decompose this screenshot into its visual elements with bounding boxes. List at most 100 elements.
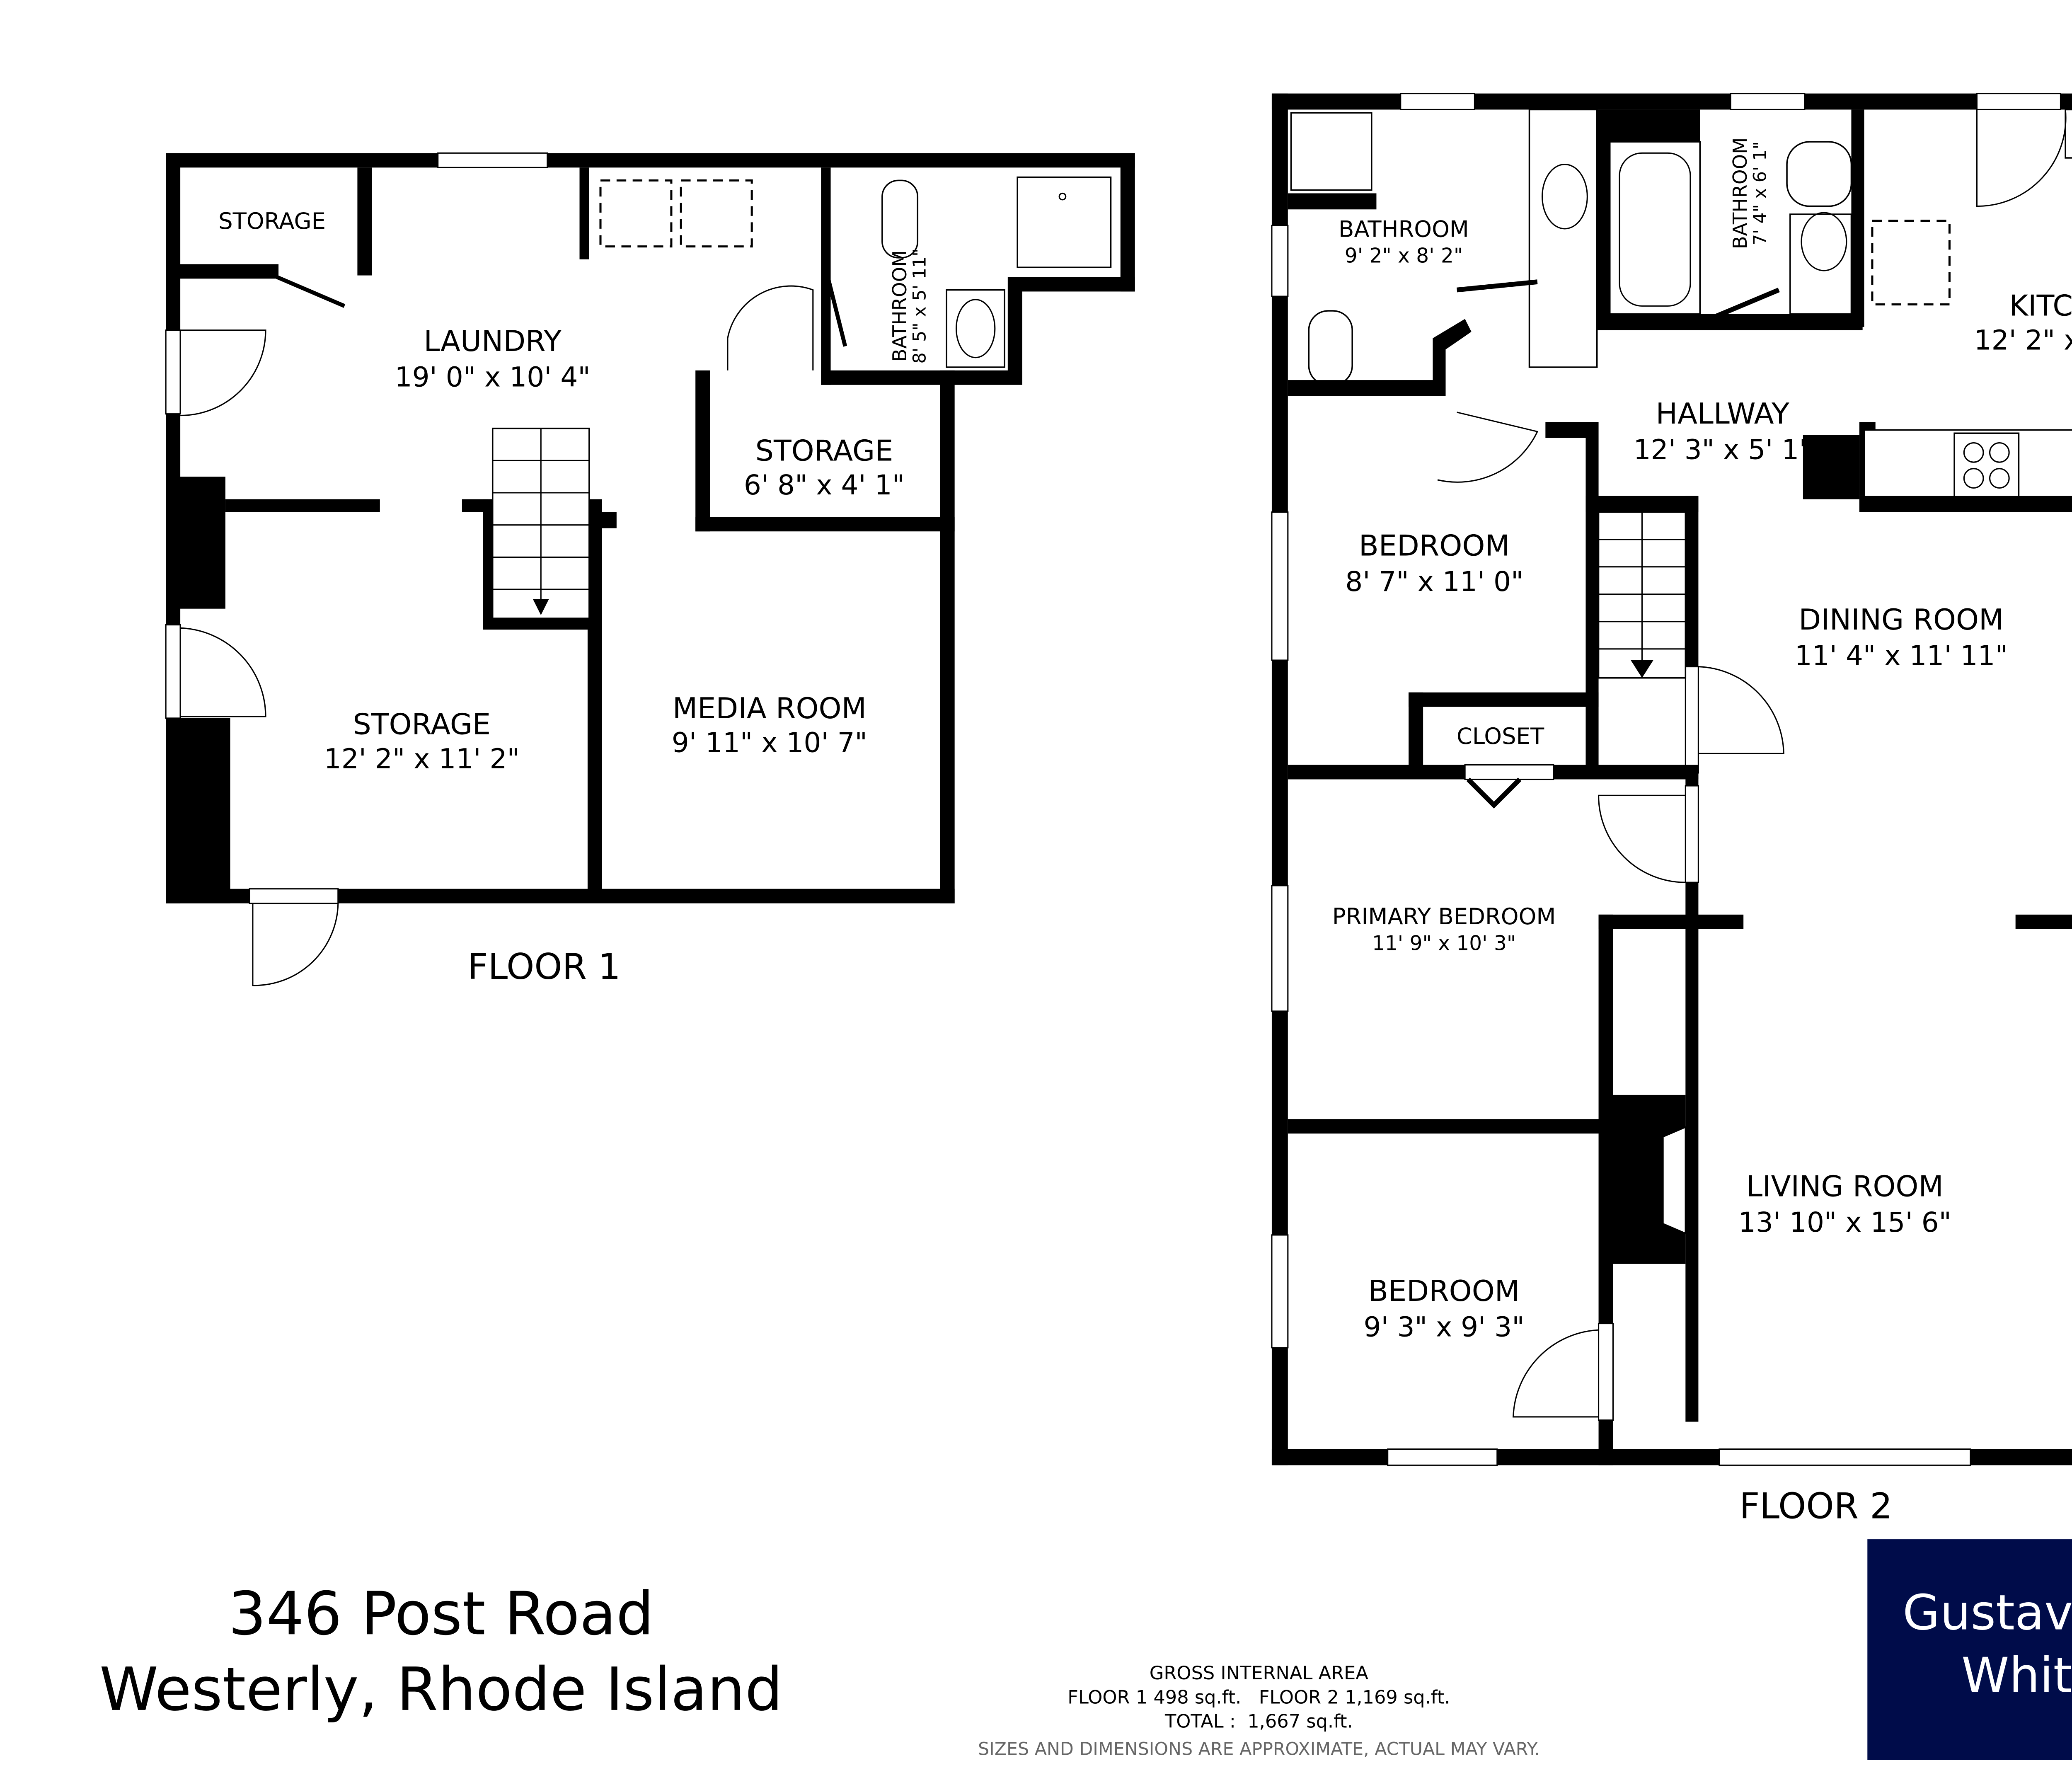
wall xyxy=(166,718,230,903)
wall xyxy=(587,499,602,894)
area-floors: FLOOR 1 498 sq.ft. FLOOR 2 1,169 sq.ft. xyxy=(1067,1686,1450,1708)
door-swing xyxy=(180,627,266,717)
wall xyxy=(602,512,617,528)
svg-text:8' 5" x 5' 11": 8' 5" x 5' 11" xyxy=(910,248,930,363)
brokerage-logo: Gustave White Sotheby's INTERNATIONAL RE… xyxy=(1867,1539,2072,1760)
area-title: GROSS INTERNAL AREA xyxy=(1150,1662,1369,1684)
stairs-icon xyxy=(491,427,590,619)
window xyxy=(1719,1448,1971,1466)
wall xyxy=(483,499,493,628)
shower-icon xyxy=(1290,112,1372,191)
window xyxy=(437,152,548,168)
wall xyxy=(1288,380,1441,396)
room-dims-living-room: 13' 10" x 15' 6" xyxy=(1738,1206,1951,1238)
window xyxy=(1271,511,1289,661)
stairs-icon xyxy=(1598,511,1687,679)
room-dims-dining-room: 11' 4" x 11' 11" xyxy=(1795,640,2008,672)
room-label-bathroom-f1: BATHROOM 8' 5" x 5' 11" xyxy=(888,248,930,363)
door-swing xyxy=(1513,1329,1599,1418)
floor-1-label: FLOOR 1 xyxy=(467,947,620,988)
wall xyxy=(1545,422,1594,438)
wall xyxy=(1120,153,1135,292)
door-opening xyxy=(1598,1322,1614,1421)
wall xyxy=(1598,914,1744,929)
room-dims-primary-bedroom: 11' 9" x 10' 3" xyxy=(1372,932,1516,955)
wall xyxy=(1585,496,1699,512)
room-label-bathroom-hall: BATHROOM 7' 4" x 6' 1" xyxy=(1729,138,1771,249)
svg-text:BATHROOM: BATHROOM xyxy=(1729,138,1751,249)
counter-icon xyxy=(2065,109,2072,159)
door-leaf xyxy=(1709,288,1780,321)
room-label-dining-room: DINING ROOM xyxy=(1798,603,2004,637)
door-swing xyxy=(727,285,814,371)
wall xyxy=(1585,422,1599,768)
room-dims-media-room: 9' 11" x 10' 7" xyxy=(672,727,867,758)
room-label-storage-mid: STORAGE xyxy=(755,434,893,467)
room-label-media-room: MEDIA ROOM xyxy=(673,692,867,725)
wall xyxy=(1851,109,1864,327)
room-label-storage-large: STORAGE xyxy=(353,708,491,741)
wall xyxy=(225,499,380,512)
window xyxy=(1387,1448,1498,1466)
wall xyxy=(1433,319,1472,396)
room-label-primary-bedroom: PRIMARY BEDROOM xyxy=(1332,903,1556,930)
wall xyxy=(695,517,955,532)
door-opening xyxy=(249,888,339,904)
wall xyxy=(166,153,1135,168)
wall xyxy=(579,167,589,259)
sink-icon xyxy=(1801,212,1847,271)
window xyxy=(1730,93,1806,110)
floor-2-label: FLOOR 2 xyxy=(1739,1486,1892,1527)
vanity-icon xyxy=(946,289,1005,368)
wall xyxy=(1271,93,2072,110)
window xyxy=(1271,1234,1289,1349)
door-opening xyxy=(165,329,181,415)
door-swing xyxy=(1976,109,2067,207)
wall xyxy=(1803,435,1859,499)
room-label-bedroom-1: BEDROOM xyxy=(1359,529,1510,563)
door-swing xyxy=(1598,794,1686,883)
wall xyxy=(1685,496,1699,1422)
room-label-living-room: LIVING ROOM xyxy=(1746,1170,1944,1204)
drain-icon xyxy=(1058,192,1067,201)
stove-icon xyxy=(1953,432,2020,499)
room-label-closet: CLOSET xyxy=(1457,723,1544,749)
bathtub-icon xyxy=(1609,141,1701,315)
wall xyxy=(940,370,955,903)
wall xyxy=(1409,692,1599,707)
room-dims-hallway: 12' 3" x 5' 1" xyxy=(1634,434,1812,465)
wall xyxy=(166,477,225,609)
vanity-icon xyxy=(1528,109,1598,368)
wall xyxy=(166,264,279,279)
door-opening xyxy=(1976,93,2062,110)
svg-text:BATHROOM: BATHROOM xyxy=(888,250,911,362)
sink-icon xyxy=(955,299,996,358)
wall xyxy=(821,370,1022,385)
wall xyxy=(1597,314,1863,330)
shower-icon xyxy=(1017,176,1112,268)
window xyxy=(1271,225,1289,297)
door-opening xyxy=(1685,666,1699,774)
toilet-icon xyxy=(1786,141,1852,207)
wall xyxy=(1288,1119,1602,1134)
address-line-1: 346 Post Road xyxy=(228,1579,654,1648)
disclaimer: SIZES AND DIMENSIONS ARE APPROXIMATE, AC… xyxy=(978,1739,1540,1760)
washer-icon xyxy=(599,179,673,248)
wall xyxy=(1007,277,1022,383)
toilet-icon xyxy=(881,179,919,259)
door-swing xyxy=(1698,666,1784,754)
door-swing xyxy=(180,329,266,417)
room-dims-bedroom-2: 9' 3" x 9' 3" xyxy=(1364,1311,1525,1343)
window xyxy=(1400,93,1475,110)
closet-door-icon xyxy=(1466,777,1522,809)
door-opening xyxy=(1685,785,1699,883)
floor-1-plan: STORAGE LAUNDRY 19' 0" x 10' 4" BATHROOM… xyxy=(165,152,1135,988)
room-dims-bedroom-1: 8' 7" x 11' 0" xyxy=(1345,566,1523,598)
room-dims-bathroom-primary: 9' 2" x 8' 2" xyxy=(1345,244,1463,267)
sink-icon xyxy=(1542,163,1588,230)
window xyxy=(1271,885,1289,1012)
wall xyxy=(1859,496,2072,512)
logo-gustave: Gustave xyxy=(1903,1585,2072,1641)
room-dims-laundry: 19' 0" x 10' 4" xyxy=(395,361,591,393)
